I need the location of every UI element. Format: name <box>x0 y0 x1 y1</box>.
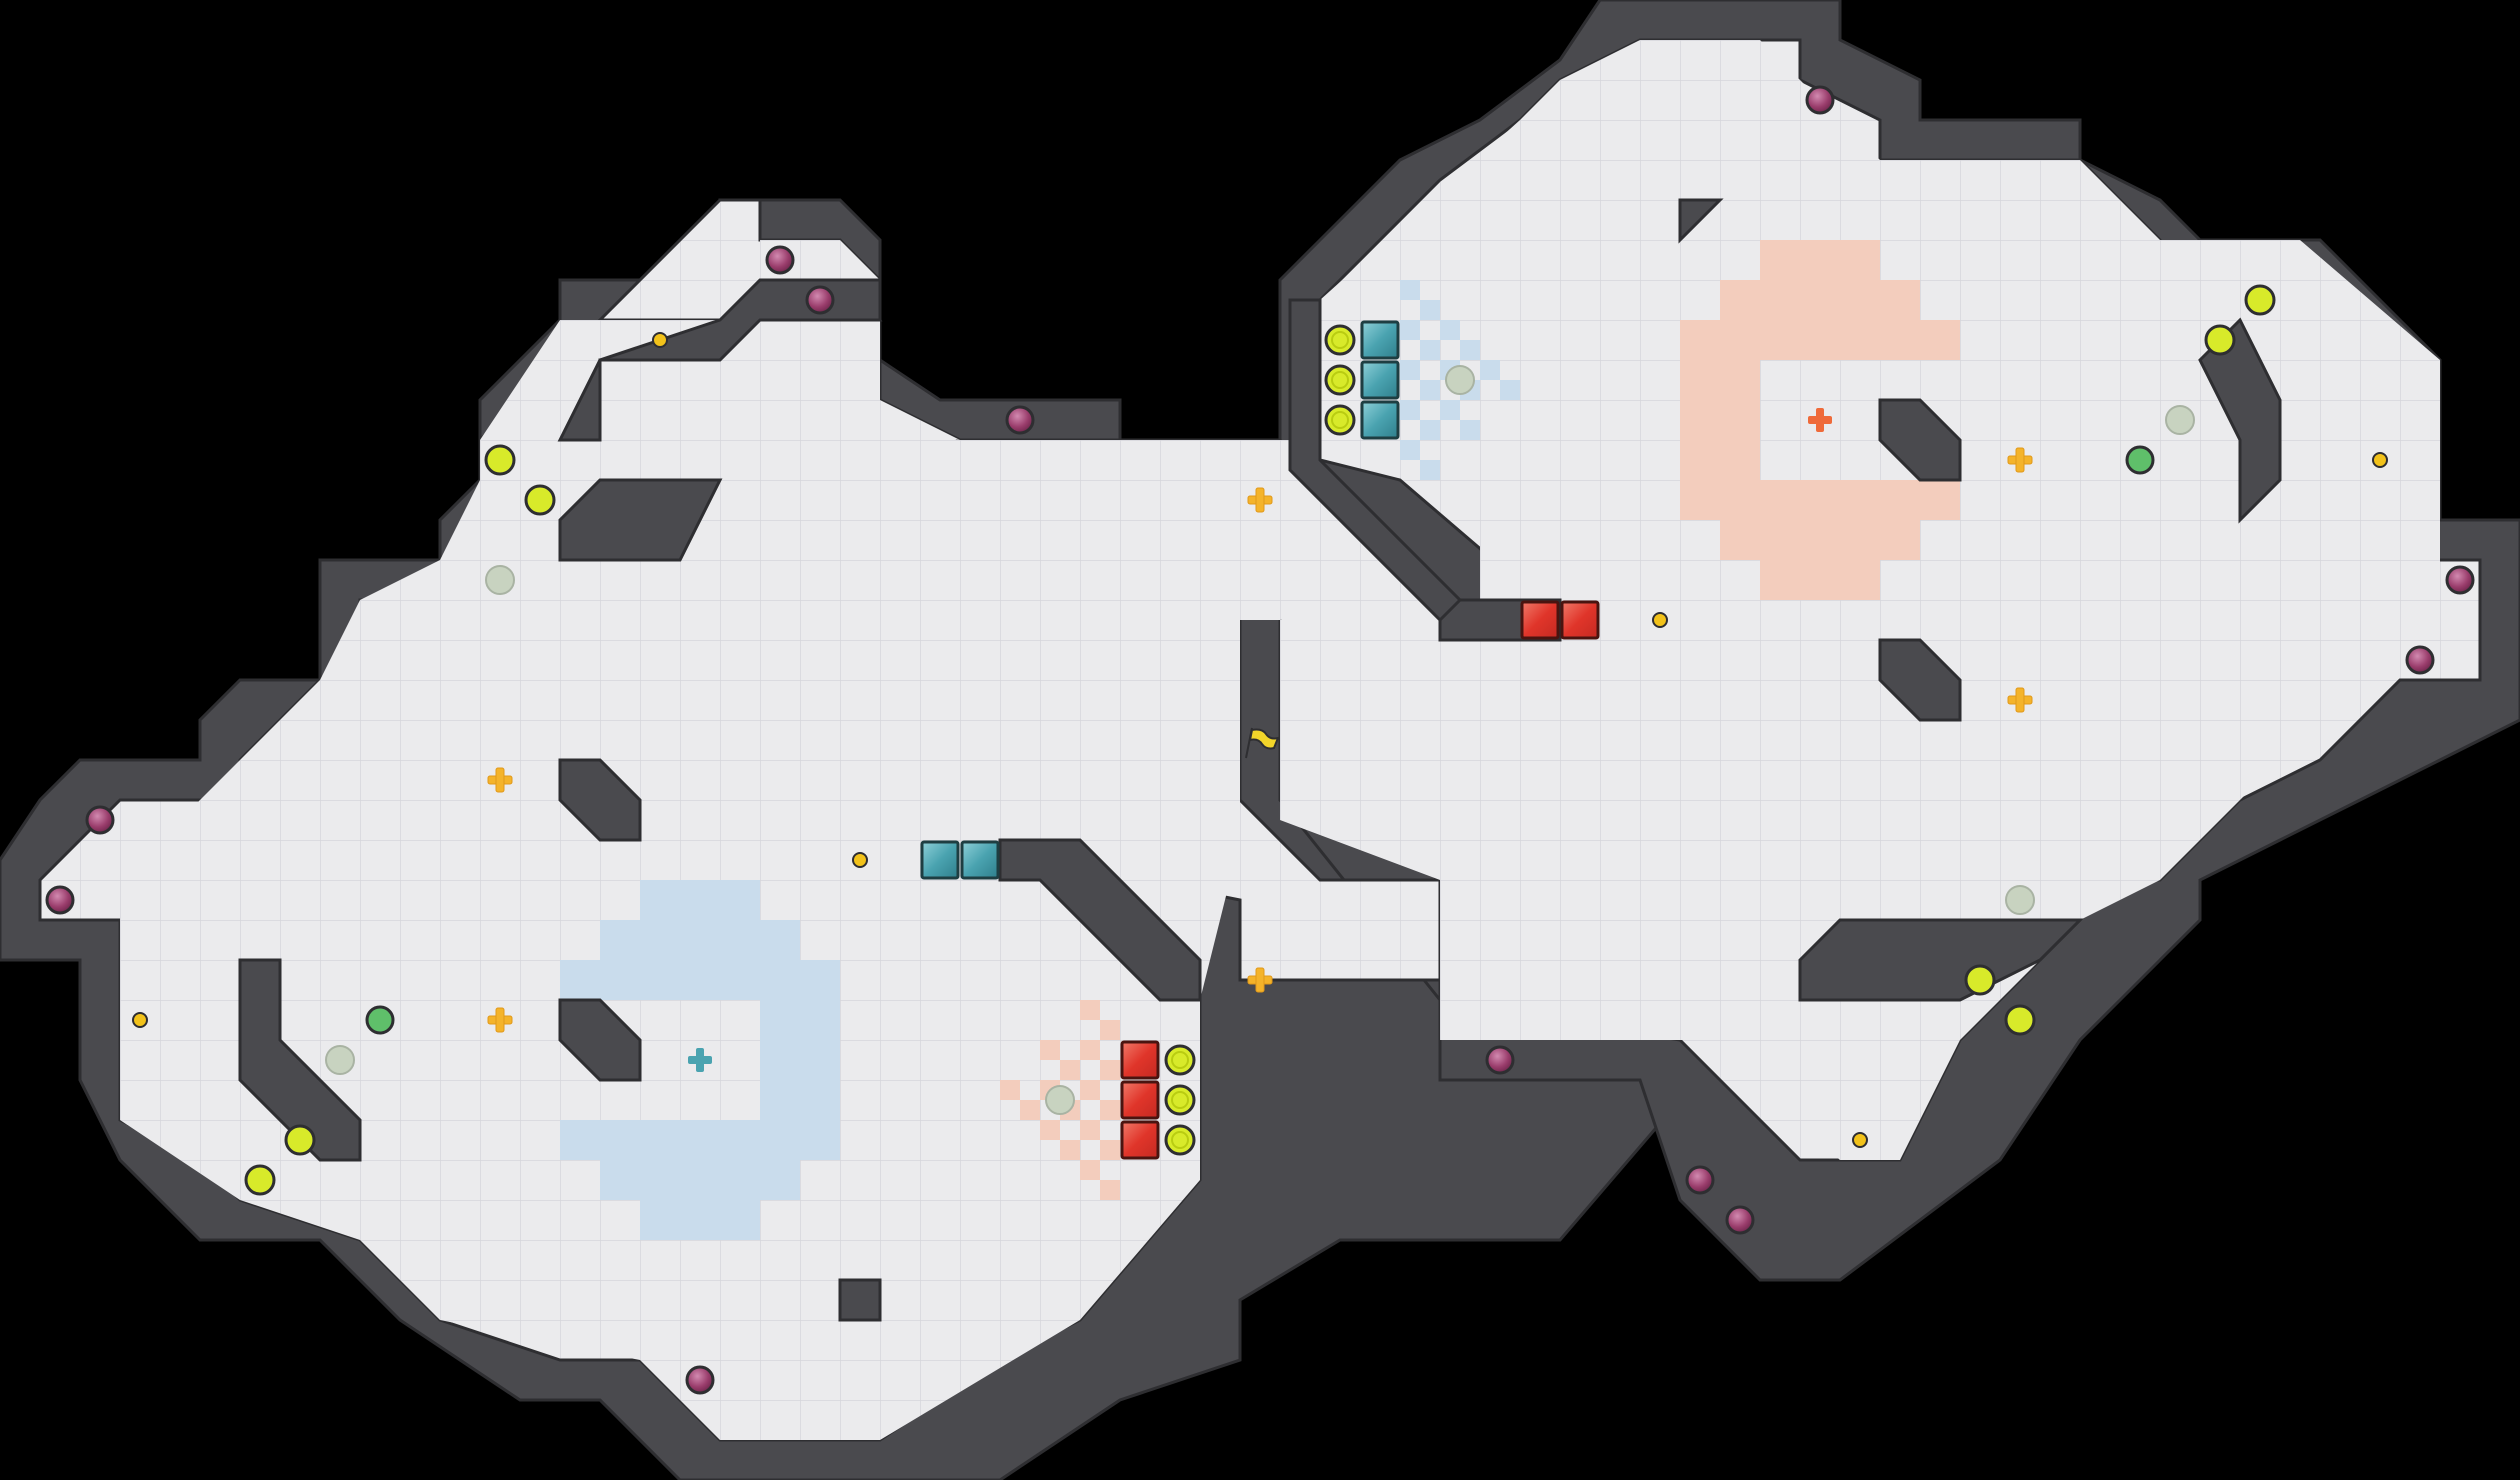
wall-segment <box>1798 918 2084 1002</box>
boost-icon <box>487 1007 513 1033</box>
wall-segment <box>838 1278 882 1322</box>
portal-icon <box>2445 565 2475 595</box>
power-up-icon <box>524 484 556 516</box>
wall-segment <box>2198 317 2282 524</box>
boost-icon <box>1247 487 1273 513</box>
wall-segment <box>558 478 723 562</box>
power-up-icon <box>484 444 516 476</box>
blue-tile <box>960 840 1000 880</box>
portal-icon <box>1005 405 1035 435</box>
portal-icon <box>1725 1205 1755 1235</box>
spawn-icon <box>2005 885 2035 915</box>
blue-base-zone <box>560 880 840 1240</box>
portal-icon <box>805 285 835 315</box>
spawn-icon <box>485 565 515 595</box>
power-up-icon <box>2244 284 2276 316</box>
portal-icon <box>85 805 115 835</box>
portal-icon <box>1805 85 1835 115</box>
obstacles <box>238 198 2282 1322</box>
coin-icon <box>132 1012 148 1028</box>
boosts <box>487 447 2033 1033</box>
power-up-icon <box>1324 324 1356 356</box>
power-up-icon <box>2204 324 2236 356</box>
blue-tile <box>920 840 960 880</box>
coin-icon <box>1852 1132 1868 1148</box>
blue-tile <box>1360 320 1400 360</box>
spawn-markers <box>325 365 2195 1115</box>
portal-icon <box>2405 645 2435 675</box>
portal-icon <box>1485 1045 1515 1075</box>
wall-segment <box>558 758 642 842</box>
power-up-icon <box>1964 964 1996 996</box>
power-up-icon <box>244 1164 276 1196</box>
spawn-icon <box>1045 1085 1075 1115</box>
power-up-icon <box>1324 404 1356 436</box>
bomb-icon <box>2125 445 2155 475</box>
power-up-icon <box>1164 1084 1196 1116</box>
coin-icon <box>652 332 668 348</box>
red-base-zone <box>1680 240 1960 600</box>
portal-icon <box>685 1365 715 1395</box>
portal-icon <box>45 885 75 915</box>
wall-segment <box>557 278 882 442</box>
coin-icon <box>1652 612 1668 628</box>
blue-tile <box>1360 360 1400 400</box>
power-up-icon <box>284 1124 316 1156</box>
blue-tile <box>1360 400 1400 440</box>
spawn-icon <box>2165 405 2195 435</box>
coin-icon <box>2372 452 2388 468</box>
bomb-icon <box>365 1005 395 1035</box>
power-up-icon <box>1324 364 1356 396</box>
red-tile <box>1120 1040 1160 1080</box>
boost-icon <box>487 767 513 793</box>
power-ups <box>244 284 2276 1196</box>
spawn-icon <box>325 1045 355 1075</box>
portals <box>45 85 2475 1395</box>
wall-segment <box>1878 638 1962 722</box>
blue-team-boost-icon <box>688 1048 712 1072</box>
boost-icon <box>2007 687 2033 713</box>
red-tile <box>1560 600 1600 640</box>
portal-icon <box>765 245 795 275</box>
power-up-icon <box>1164 1124 1196 1156</box>
wall-segment <box>1678 198 1724 244</box>
red-tile <box>1520 600 1560 640</box>
bombs <box>365 445 2155 1035</box>
coin-icon <box>852 852 868 868</box>
boost-icon <box>1247 967 1273 993</box>
flag-icon <box>1245 727 1280 759</box>
wall-segment <box>238 958 362 1162</box>
power-up-icon <box>1164 1044 1196 1076</box>
wall-segment <box>1288 298 1463 623</box>
blue-gate-tiles <box>920 320 1400 880</box>
inner-rings <box>1171 331 1349 1149</box>
red-tile <box>1120 1120 1160 1160</box>
power-up-icon <box>2004 1004 2036 1036</box>
coins <box>132 332 2388 1148</box>
red-gate-tiles <box>1120 600 1600 1160</box>
boost-icon <box>2007 447 2033 473</box>
wall-segment <box>558 998 642 1082</box>
red-team-boost-icon <box>1808 408 1832 432</box>
red-tile <box>1120 1080 1160 1120</box>
spawn-icon <box>1445 365 1475 395</box>
portal-icon <box>1685 1165 1715 1195</box>
wall-segment <box>1878 398 1962 482</box>
wall-segment <box>998 838 1202 1002</box>
